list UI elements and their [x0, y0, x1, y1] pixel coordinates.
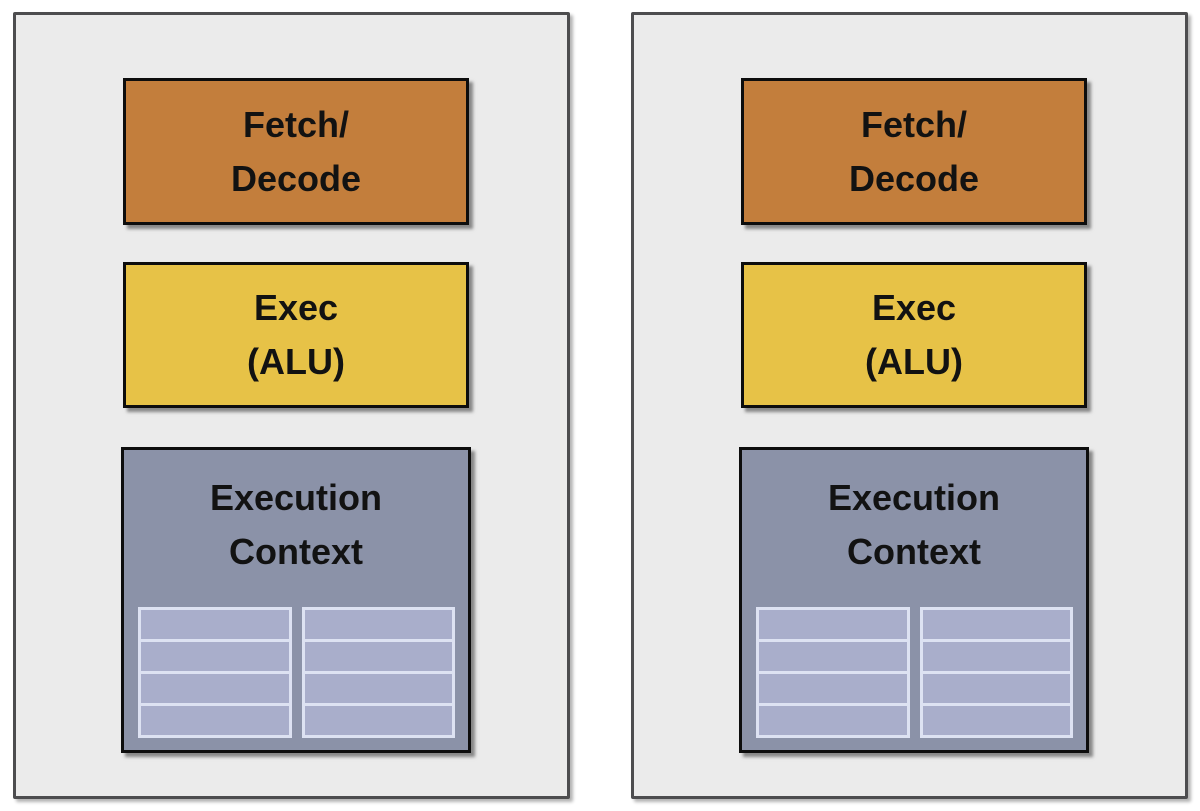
register-row: [304, 706, 452, 735]
fetch-decode-box: Fetch/ Decode: [123, 78, 469, 225]
register-row: [141, 642, 289, 674]
register-row: [922, 674, 1070, 706]
register-grid-left: [756, 607, 910, 738]
register-grids: [138, 607, 455, 738]
register-row: [922, 642, 1070, 674]
execution-context-box: Execution Context: [121, 447, 471, 753]
execution-context-label-line2: Context: [229, 531, 363, 572]
execution-context-label-line2: Context: [847, 531, 981, 572]
register-row: [141, 674, 289, 706]
exec-label-line1: Exec: [253, 287, 339, 328]
exec-alu-box: Exec (ALU): [123, 262, 469, 408]
fetch-decode-label-line2: Decode: [230, 157, 362, 199]
fetch-decode-label-line1: Fetch/: [860, 103, 967, 145]
execution-context-label-line1: Execution: [827, 477, 1001, 518]
register-row: [759, 610, 907, 642]
register-row: [759, 674, 907, 706]
exec-alu-box: Exec (ALU): [741, 262, 1087, 408]
register-row: [304, 642, 452, 674]
register-row: [922, 706, 1070, 735]
register-row: [141, 706, 289, 735]
register-grid-right: [301, 607, 455, 738]
execution-context-box: Execution Context: [739, 447, 1089, 753]
register-row: [304, 610, 452, 642]
exec-label-line2: (ALU): [247, 341, 345, 382]
exec-label-line2: (ALU): [865, 341, 963, 382]
core-panel-1: Fetch/ Decode Exec (ALU) Execution Conte…: [13, 12, 570, 799]
register-row: [304, 674, 452, 706]
register-grid-right: [919, 607, 1073, 738]
fetch-decode-box: Fetch/ Decode: [741, 78, 1087, 225]
core-panel-2: Fetch/ Decode Exec (ALU) Execution Conte…: [631, 12, 1188, 799]
register-row: [922, 610, 1070, 642]
register-row: [759, 706, 907, 735]
fetch-decode-label-line1: Fetch/: [242, 103, 349, 145]
register-row: [141, 610, 289, 642]
fetch-decode-label-line2: Decode: [848, 157, 980, 199]
register-grid-left: [138, 607, 292, 738]
register-grids: [756, 607, 1073, 738]
execution-context-label-line1: Execution: [209, 477, 383, 518]
register-row: [759, 642, 907, 674]
exec-label-line1: Exec: [871, 287, 957, 328]
